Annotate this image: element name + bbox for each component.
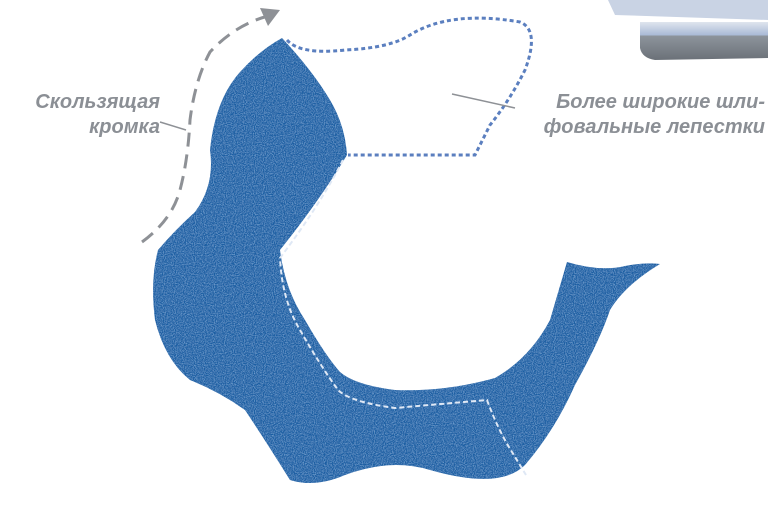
sliding-edge-label-line2: кромка: [0, 115, 160, 140]
sliding-edge-leader: [160, 122, 186, 130]
sliding-edge-label: Скользящая кромка: [0, 90, 160, 140]
disc-holder-icon: [608, 0, 768, 60]
wider-petals-label-line2: фовальные лепестки: [500, 115, 765, 140]
sliding-edge-label-line1: Скользящая: [0, 90, 160, 115]
wider-petals-label-line1: Более широкие шли-: [500, 90, 765, 115]
wider-petals-label: Более широкие шли- фовальные лепестки: [500, 90, 765, 140]
